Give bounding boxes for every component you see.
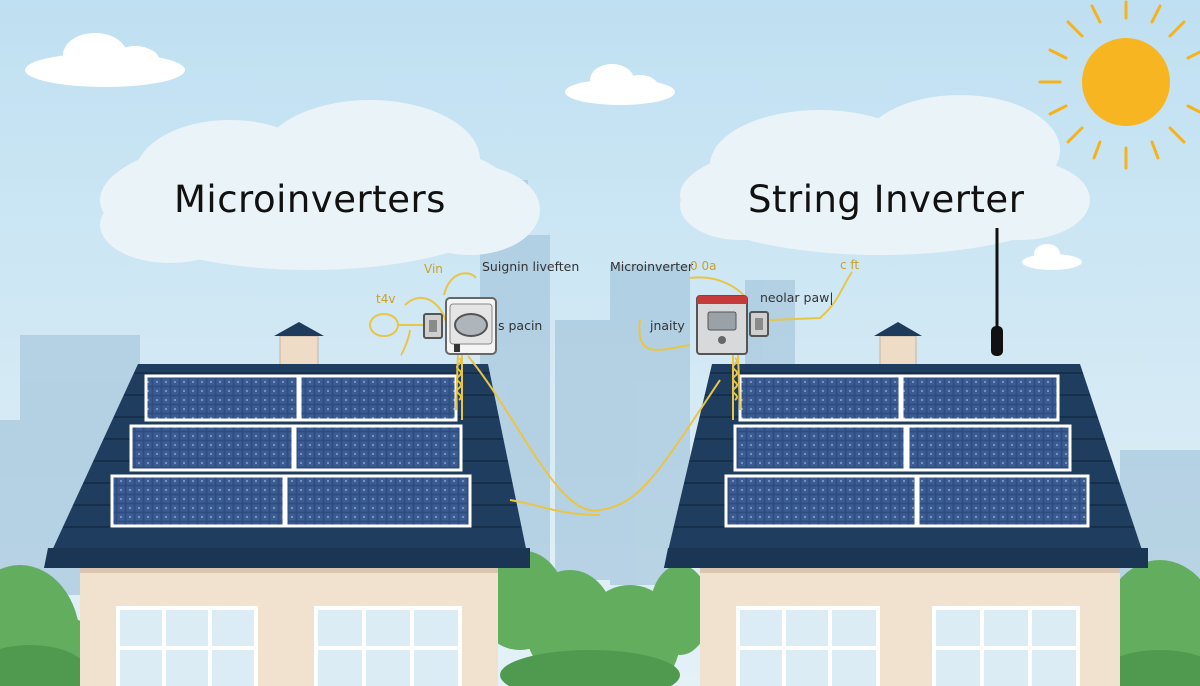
label-center-top: Microinverter [610,259,693,274]
label-left-top: Suignin liveften [482,259,580,274]
left-title: Microinverters [174,178,446,221]
left-solar-panels [110,374,472,528]
sun-icon [1038,0,1200,170]
string-inverter-box-icon [696,295,769,355]
label-center-side: jnaity [650,318,685,333]
cloud-icon [100,100,540,270]
coil-wires [456,357,738,401]
trees-shadow [0,645,1200,686]
microinverter-box-icon [423,297,497,355]
label-t4v: t4v [376,292,396,306]
label-right-small: c ft [840,258,860,272]
label-center-top-yellow: 0 0a [690,259,717,273]
left-house [44,322,530,686]
cloud-icon [680,95,1090,255]
label-left-side: s pacin [498,318,543,333]
label-right-side: neolar paw| [760,290,834,305]
right-chimney [879,335,917,367]
left-windows [116,606,462,686]
right-title: String Inverter [748,178,1025,221]
cloud-icon [25,33,185,87]
right-windows [736,606,1080,686]
cloud-icon [1022,244,1082,270]
right-solar-panels [724,374,1090,528]
right-house [664,322,1148,686]
antenna-icon [991,228,1003,356]
label-vin: Vin [424,262,443,276]
cloud-icon [565,64,675,105]
